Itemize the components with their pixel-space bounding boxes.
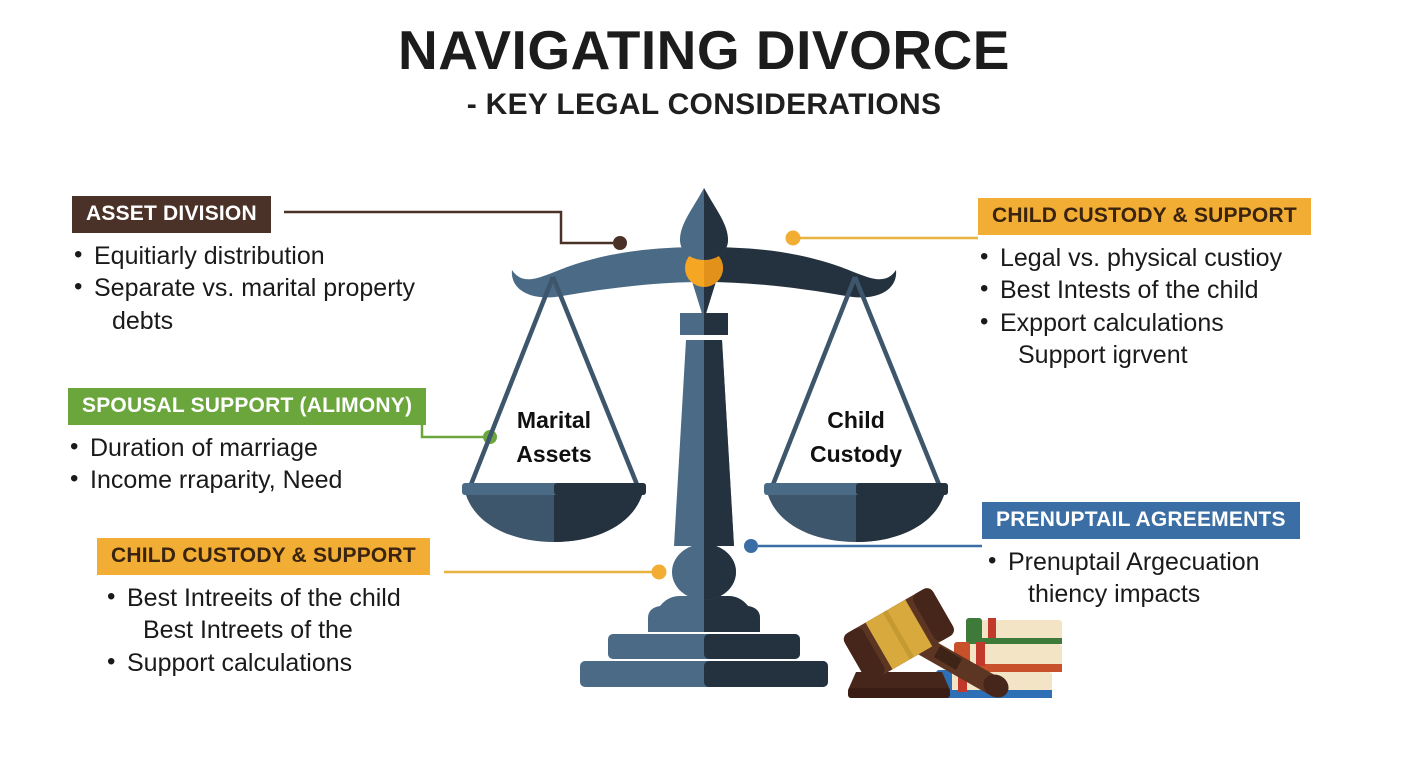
book-blue	[936, 670, 1052, 698]
page-subtitle: - KEY LEGAL CONSIDERATIONS	[466, 87, 942, 121]
list-item: Best Intreeits of the child	[97, 581, 430, 615]
book-red	[954, 642, 1062, 672]
connector-dot-child-custody-left	[651, 564, 667, 580]
connector-dot-spousal-support	[483, 430, 497, 444]
scale-beam	[511, 228, 897, 320]
page-title: NAVIGATING DIVORCE	[398, 19, 1010, 81]
gavel-head	[843, 588, 954, 681]
callout-spousal-support: SPOUSAL SUPPORT (ALIMONY) Duration of ma…	[68, 388, 427, 497]
scale-finial	[680, 188, 728, 260]
scale-pivot	[685, 249, 723, 287]
list-item: Separate vs. marital property	[72, 271, 415, 305]
list-item: Duration of marriage	[68, 431, 426, 465]
gavel-handle	[900, 628, 1009, 698]
left-pan-label-line2: Assets	[516, 441, 591, 467]
list-item: thiency impacts	[1028, 580, 1201, 609]
list-item: Support igrvent	[1018, 341, 1188, 370]
callout-asset-division: ASSET DIVISION Equitiarly distribution S…	[72, 196, 415, 337]
right-pan-label-line1: Child	[827, 407, 885, 433]
badge-child-custody-right[interactable]: CHILD CUSTODY & SUPPORT	[978, 198, 1311, 235]
badge-child-custody-left[interactable]: CHILD CUSTODY & SUPPORT	[97, 538, 430, 575]
bullet-list-spousal-support: Duration of marriage Income rraparity, N…	[68, 431, 426, 497]
right-pan-label-line2: Custody	[810, 441, 902, 467]
bullet-list-child-custody-left: Best Intreeits of the child Best Intreet…	[97, 581, 430, 680]
list-item: Best Intreets of the	[143, 616, 353, 645]
gavel-sound-block	[848, 672, 950, 698]
header: NAVIGATING DIVORCE - KEY LEGAL CONSIDERA…	[0, 19, 1408, 122]
list-item: Best Intests of the child	[978, 273, 1311, 307]
list-item: Support calculations	[97, 646, 430, 680]
bullet-list-asset-division: Equitiarly distribution Separate vs. mar…	[72, 239, 415, 338]
list-item: Prenuptail Argecuation	[982, 545, 1300, 579]
list-item: Expport calculations	[978, 306, 1311, 340]
badge-prenuptial-agreements[interactable]: PRENUPTAIL AGREEMENTS	[982, 502, 1300, 539]
connector-dot-prenuptial	[744, 539, 758, 553]
callout-prenuptial-agreements: PRENUPTAIL AGREEMENTS Prenuptail Argecua…	[982, 502, 1300, 611]
book-green	[966, 618, 1062, 644]
list-item: debts	[112, 306, 174, 335]
scale-left-pan: Marital Assets	[462, 276, 646, 542]
scales-of-justice-graphic: Marital Assets Child Custody	[462, 188, 948, 687]
connector-dot-child-custody-right	[785, 230, 801, 246]
list-item: Equitiarly distribution	[72, 239, 415, 273]
scale-column	[674, 313, 734, 546]
connector-dot-asset-division	[613, 236, 627, 250]
bullet-list-prenuptial-agreements: Prenuptail Argecuation thiency impacts	[982, 545, 1300, 611]
badge-spousal-support[interactable]: SPOUSAL SUPPORT (ALIMONY)	[68, 388, 427, 425]
scale-base	[580, 544, 828, 687]
callout-child-custody-left: CHILD CUSTODY & SUPPORT Best Intreeits o…	[97, 538, 430, 679]
scale-right-pan: Child Custody	[764, 276, 948, 542]
callout-child-custody-right: CHILD CUSTODY & SUPPORT Legal vs. physic…	[978, 198, 1311, 372]
list-item: Income rraparity, Need	[68, 463, 426, 497]
bullet-list-child-custody-right: Legal vs. physical custioy Best Intests …	[978, 241, 1311, 372]
badge-asset-division[interactable]: ASSET DIVISION	[72, 196, 271, 233]
law-books-graphic	[936, 618, 1062, 698]
list-item: Legal vs. physical custioy	[978, 241, 1311, 275]
connector-spousal-support	[420, 408, 483, 439]
left-pan-label-line1: Marital	[517, 407, 591, 433]
